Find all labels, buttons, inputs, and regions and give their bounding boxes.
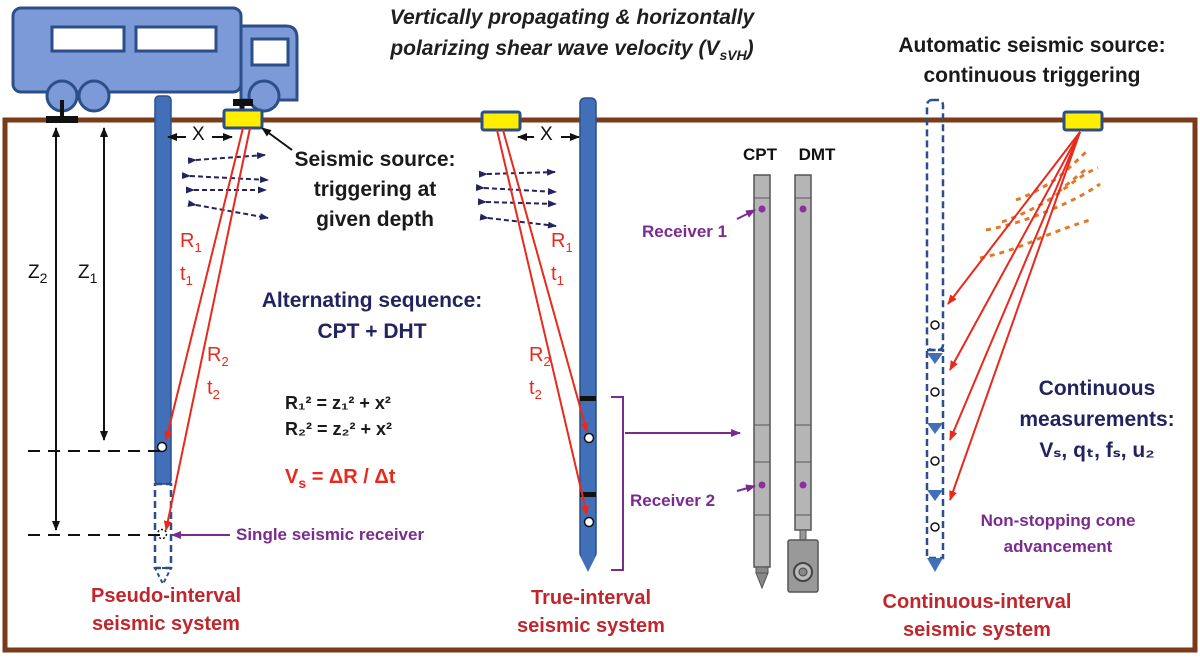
seismic-source-label: Seismic source: triggering at given dept… [294,148,456,231]
diagram-title: Vertically propagating & horizontally po… [389,6,755,64]
continuous-interval-label: Continuous-interval seismic system [882,591,1072,641]
pseudo-interval-label: Pseudo-interval seismic system [90,585,242,635]
continuous-rod [925,98,945,572]
receiver-2-label: Receiver 2 [630,491,716,510]
true-rod [579,97,597,572]
dmt-tool [787,174,819,593]
r1-t1-label-left: R1 t1 [180,230,202,288]
true-interval-label: True-interval seismic system [517,587,665,637]
receiver-1-label: Receiver 1 [642,222,728,241]
z1-label: Z1 [78,262,98,286]
seismic-source-icon [480,110,522,132]
z2-label: Z2 [28,262,48,286]
truck-icon [11,6,299,123]
automatic-source-label: Automatic seismic source: continuous tri… [898,34,1166,87]
x-offset-label-1: X [192,124,205,145]
cpt-tool [753,174,771,590]
cpt-label: CPT [743,145,777,164]
alternating-sequence-label: Alternating sequence: CPT + DHT [261,289,483,343]
continuous-measurements-label: Continuous measurements: Vₛ, qₜ, fₛ, u₂ [1019,377,1175,462]
equation-vs: Vs = ΔR / Δt [285,466,396,491]
shear-polarization-arrows-middle [475,168,557,229]
r2-t2-label-middle: R2 t2 [529,344,551,402]
r1-t1-label-middle: R1 t1 [551,230,573,288]
equation-r1: R₁² = z₁² + x² [285,393,391,413]
equation-r2: R₂² = z₂² + x² [285,419,393,439]
pseudo-rod [153,95,173,587]
ground-box [2,117,1198,653]
seismic-source-icon [1062,110,1104,132]
r2-t2-label-left: R2 t2 [207,344,229,402]
x-offset-label-2: X [540,124,553,145]
single-receiver-label: Single seismic receiver [236,525,425,544]
non-stopping-label: Non-stopping cone advancement [980,511,1136,556]
dmt-label: DMT [798,145,836,164]
